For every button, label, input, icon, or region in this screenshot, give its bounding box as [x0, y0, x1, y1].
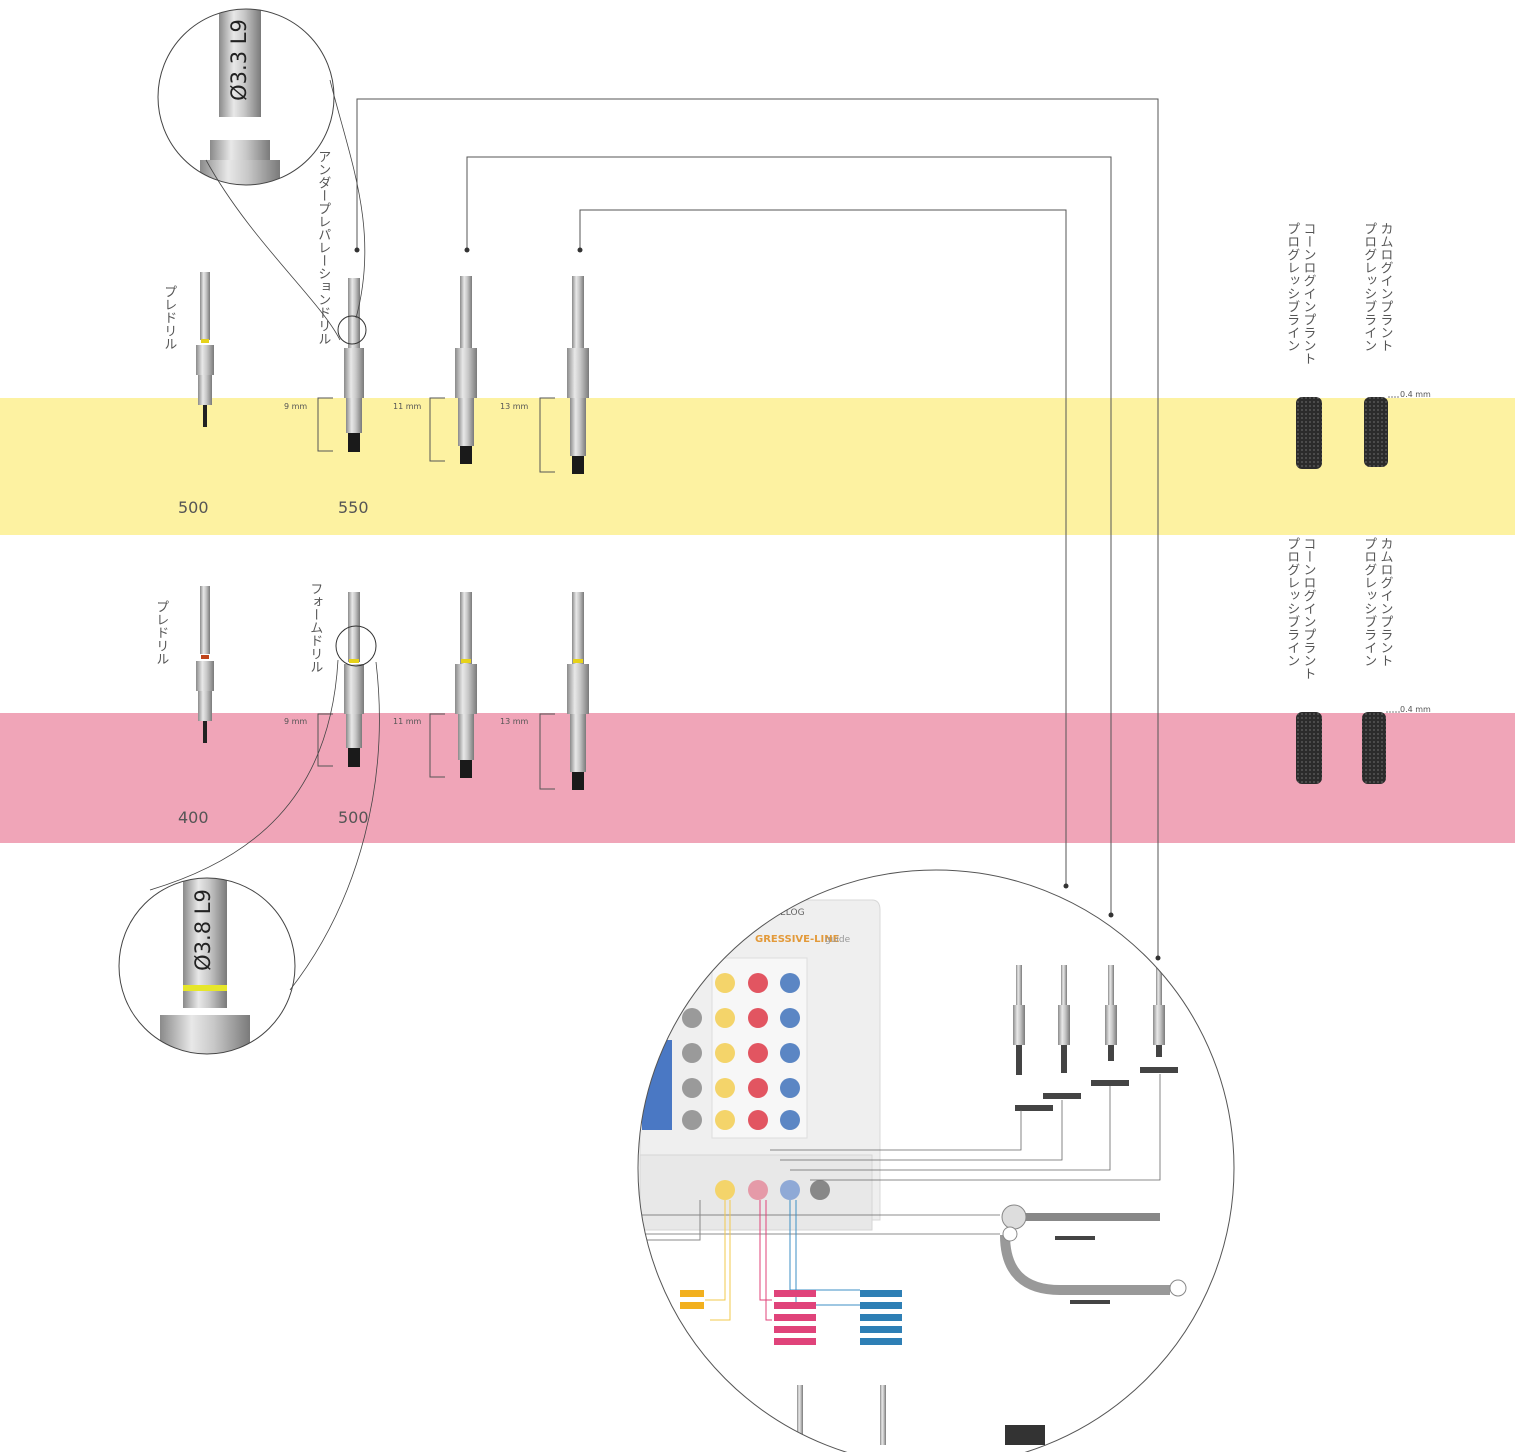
drill-13mm-row1 [567, 276, 589, 474]
kit-yellow-tags [680, 1290, 704, 1309]
drill-9mm-row1 [344, 278, 364, 452]
connector-line-9mm [356, 98, 1159, 958]
magnifier-top: Ø3.3 L9 [157, 8, 366, 341]
drill-9mm-row2 [344, 592, 364, 767]
camlog-implant-label-row1: カムログインプラント プログレッシブライン [1360, 222, 1393, 352]
pink-band [0, 713, 1515, 843]
predrill-label-row1: プレドリル [161, 285, 177, 350]
depth-label-11-row2: 11 mm [393, 717, 422, 726]
implant-camlog-row1 [1364, 396, 1400, 467]
depth-brackets-row2 [317, 713, 555, 790]
implant-conelog-row1 [1296, 397, 1322, 469]
connector-line-11mm [466, 156, 1112, 915]
conelog-implant-label-row1: コーンログインプラント プログレッシブライン [1283, 222, 1316, 365]
depth-label-13: 13 mm [500, 402, 529, 411]
kit-wrench [1000, 1204, 1187, 1304]
kit-line: GRESSIVE-LINE [755, 934, 840, 945]
depth-label-11: 11 mm [393, 402, 422, 411]
kit-yellow-column [715, 973, 735, 1130]
magnifier-focus-row1 [337, 315, 367, 345]
magnifier-text-bottom: Ø3.8 L9 [191, 889, 215, 971]
drill-11mm-row2 [455, 592, 477, 778]
underprep-drill-label: アンダープレパレーションドリル [315, 150, 331, 345]
offset-label-row2: 0.4 mm [1400, 705, 1431, 714]
predrill-row1 [196, 272, 214, 427]
kit-grey-column [682, 1008, 702, 1130]
drill-11mm-row1 [455, 276, 477, 464]
speed-main-row1: 550 [338, 498, 369, 517]
yellow-band [0, 398, 1515, 535]
kit-magnifier: CONELOG GRESSIVE-LINE guide [637, 869, 1235, 1452]
offset-label-row1: 0.4 mm [1400, 390, 1431, 399]
depth-label-13-row2: 13 mm [500, 717, 529, 726]
connector-lines [356, 98, 1159, 958]
kit-drill-tags [1015, 1067, 1178, 1111]
implant-label-b: カムログインプラント プログレッシブライン [1361, 537, 1393, 667]
magnifier-connector-bottom [149, 659, 380, 991]
connector-dots [354, 247, 1161, 961]
drill-13mm-row2 [567, 592, 589, 790]
magnifier-focus-row2 [335, 625, 377, 667]
camlog-implant-label-row2: カムログインプラント プログレッシブライン [1360, 537, 1393, 667]
connector-line-13mm [579, 209, 1067, 886]
magnifier-bottom: Ø3.8 L9 [118, 659, 380, 1055]
implant-label-a: コーンログインプラント プログレッシブライン [1284, 222, 1316, 365]
predrill-row2 [196, 586, 214, 743]
implant-conelog-row2 [1296, 712, 1322, 784]
kit-red-column [748, 973, 768, 1130]
speed-predrill-row2: 400 [178, 808, 209, 827]
form-drill-label: フォームドリル [307, 582, 323, 673]
conelog-implant-label-row2: コーンログインプラント プログレッシブライン [1283, 537, 1316, 680]
depth-label-9: 9 mm [284, 402, 308, 411]
kit-blue-column [780, 973, 800, 1130]
depth-label-9-row2: 9 mm [284, 717, 308, 726]
implant-label-a: コーンログインプラント プログレッシブライン [1284, 537, 1316, 680]
depth-brackets-row1 [317, 397, 555, 473]
magnifier-connector-top [205, 79, 366, 341]
speed-main-row2: 500 [338, 808, 369, 827]
speed-predrill-row1: 500 [178, 498, 209, 517]
kit-bottom-slots [715, 1180, 830, 1200]
kit-drills [1013, 965, 1165, 1075]
kit-pink-tags [774, 1290, 816, 1345]
predrill-label-row2: プレドリル [153, 600, 169, 665]
implant-label-b: カムログインプラント プログレッシブライン [1361, 222, 1393, 352]
kit-guide: guide [825, 935, 851, 945]
magnifier-text-top: Ø3.3 L9 [227, 19, 251, 101]
implant-camlog-row2 [1362, 711, 1400, 784]
kit-blue-tags [860, 1290, 902, 1345]
